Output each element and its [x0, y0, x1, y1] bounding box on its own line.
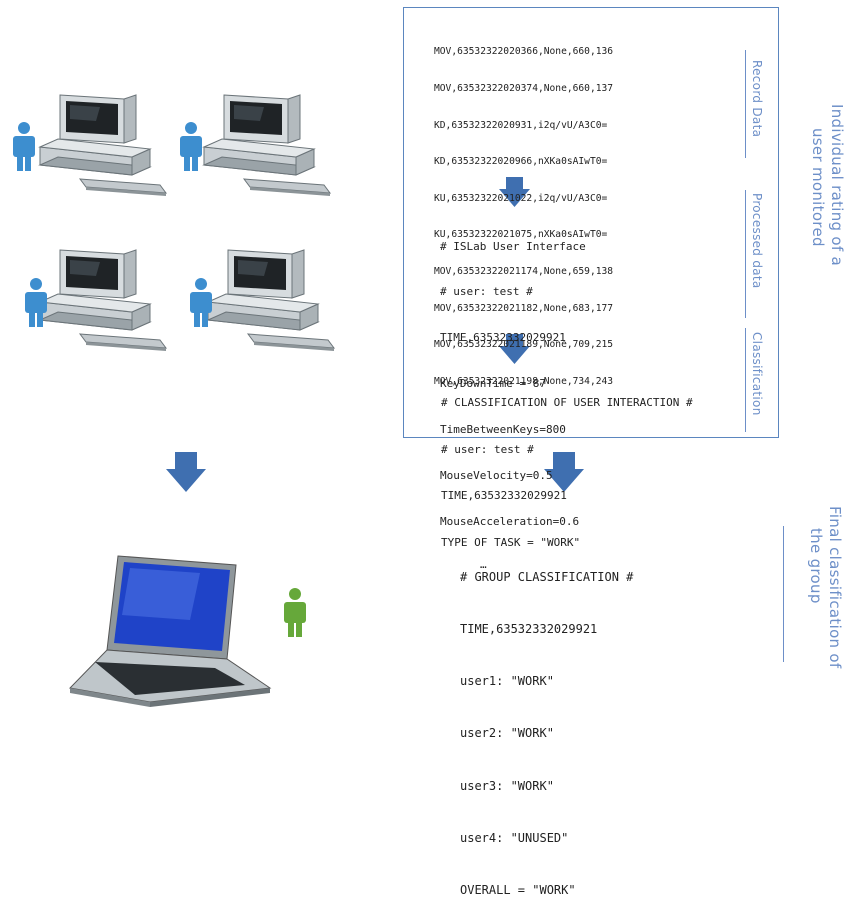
group-line: OVERALL = "WORK": [460, 883, 576, 898]
record-line: KD,63532322020966,nXKa0sAIwT0=: [434, 156, 608, 168]
record-line: MOV,63532322021174,None,659,138: [434, 266, 614, 278]
individual-rating-box: [403, 7, 779, 438]
arrow-down-right: [544, 452, 584, 492]
record-line: KD,63532322020931,i2q/vU/A3C0=: [434, 119, 608, 131]
processed-line: TIME,63532332029921: [440, 331, 566, 345]
final-divider: [783, 526, 784, 662]
record-data-label: Record Data: [750, 60, 764, 138]
group-line: TIME,63532332029921: [460, 622, 598, 637]
group-user-icon: [284, 588, 306, 637]
individual-rating-label: Individual rating of a user monitored: [808, 104, 846, 266]
classification-line: # user: test #: [441, 442, 534, 456]
group-line: user3: "WORK": [460, 778, 554, 793]
processed-line: MouseAcceleration=0.6: [440, 514, 580, 528]
record-line: MOV,63532322021189,None,709,215: [434, 339, 614, 351]
user-icon-1: [13, 122, 35, 171]
processed-line: KeyDownTime = 87: [440, 377, 546, 391]
workstation-1: [39, 94, 167, 197]
group-line: user4: "UNUSED": [460, 830, 569, 845]
record-line: MOV,63532322020366,None,660,136: [434, 46, 614, 58]
classification-line: # CLASSIFICATION OF USER INTERACTION #: [441, 396, 693, 409]
final-label-line-1: Final classification of: [826, 506, 844, 669]
processed-line: # user: test #: [440, 285, 533, 299]
group-line: user2: "WORK": [460, 726, 554, 741]
arrow-processed-to-classification: [499, 334, 530, 364]
classification-divider: [745, 328, 746, 432]
record-data-text: MOV,63532322020366,None,660,136 MOV,6353…: [434, 22, 613, 400]
classification-line: TIME,63532332029921: [441, 489, 567, 502]
record-data-divider: [745, 50, 746, 158]
record-line: KU,63532322021075,nXKa0sAIwT0=: [434, 229, 608, 241]
processed-line: # ISLab User Interface: [440, 239, 586, 253]
processed-data-text: # ISLab User Interface # user: test # TI…: [440, 208, 586, 585]
classification-label: Classification: [750, 332, 764, 416]
arrow-down-left: [166, 452, 206, 492]
processed-ellipsis: …: [480, 557, 487, 571]
workstation-3: [39, 249, 167, 352]
classification-text: # CLASSIFICATION OF USER INTERACTION # #…: [441, 364, 693, 566]
laptop-icon: [68, 555, 272, 707]
processed-line: MouseVelocity=0.5: [440, 469, 553, 483]
record-line: MOV,63532322021198,None,734,243: [434, 375, 614, 387]
processed-line: TimeBetweenKeys=800: [440, 423, 566, 437]
final-label-line-2: the group: [807, 528, 825, 604]
processed-data-label: Processed data: [750, 193, 764, 289]
individual-rating-label-line-2: user monitored: [809, 128, 827, 247]
individual-rating-label-line-1: Individual rating of a: [828, 104, 846, 267]
record-line: KU,63532322021022,i2q/vU/A3C0=: [434, 192, 608, 204]
workstation-2: [203, 94, 331, 197]
record-line: MOV,63532322020374,None,660,137: [434, 83, 614, 95]
record-line: MOV,63532322021182,None,683,177: [434, 302, 614, 314]
group-classification-text: # GROUP CLASSIFICATION # TIME,6353233202…: [460, 534, 633, 917]
workstations: [13, 94, 584, 707]
arrow-record-to-processed: [499, 177, 530, 207]
final-classification-label: Final classification of the group: [806, 506, 844, 669]
processed-data-divider: [745, 190, 746, 318]
classification-line: TYPE OF TASK = "WORK": [441, 535, 581, 549]
user-icon-2: [180, 122, 202, 171]
group-line: user1: "WORK": [460, 674, 554, 689]
group-line: # GROUP CLASSIFICATION #: [460, 569, 634, 584]
workstation-4: [207, 249, 335, 352]
